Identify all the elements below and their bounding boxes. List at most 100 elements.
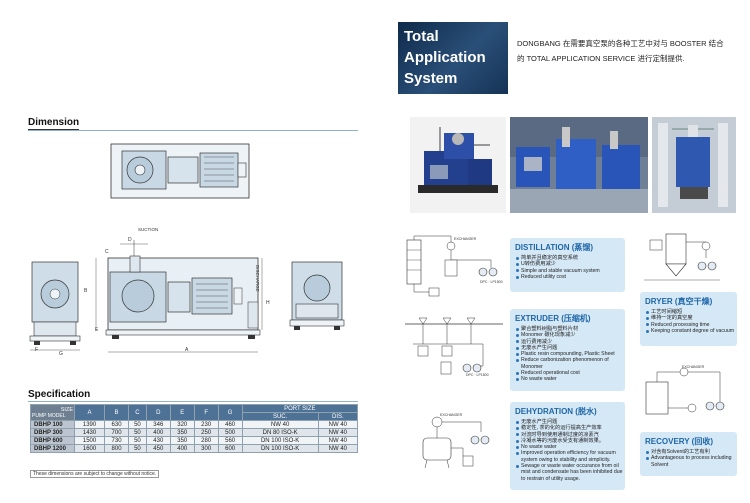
spec-cell: 1390 — [73, 420, 106, 429]
specification-rule — [28, 401, 358, 402]
list-item: Reduced operational cost — [515, 370, 625, 376]
spec-cell: 800 — [104, 444, 130, 453]
equipment-photo-1 — [410, 117, 506, 213]
list-item: Monomer 碳化现象减少 — [515, 332, 625, 338]
list-item: Reduced processing time — [645, 322, 737, 328]
dim-label-a: A — [185, 347, 189, 353]
spec-cell: 230 — [193, 420, 219, 429]
total-application-system-box: Total Application System — [398, 22, 508, 94]
front-view-drawing — [90, 232, 270, 360]
spec-corner-cell: SIZE PUMP MODEL — [30, 404, 75, 421]
list-item: Sewage or waste water occurance from oil… — [515, 463, 625, 482]
tas-line-3: System — [404, 70, 458, 87]
recovery-card: RECOVERY (回收) 对含有Solvent的工艺有利 Advantageo… — [640, 432, 737, 476]
right-side-view-drawing — [288, 258, 346, 344]
list-item: Improved operation efficiency for vacuum… — [515, 450, 625, 463]
list-item: No waste water — [515, 444, 625, 450]
discharge-label: DISCHARGE — [255, 265, 260, 292]
spec-model: DBHP 600 — [30, 436, 75, 445]
spec-cell: 350 — [169, 436, 195, 445]
dimension-rule — [28, 130, 358, 131]
equipment-photo-2 — [510, 117, 648, 213]
spec-cell: 400 — [169, 444, 195, 453]
list-item: 无废水产生问题 — [515, 345, 625, 351]
spec-col-g: G — [217, 404, 243, 421]
spec-cell: NW 40 — [317, 444, 359, 453]
dimension-title: Dimension — [28, 117, 80, 130]
spec-cell: 346 — [145, 420, 171, 429]
list-item: Plastic resin compounding, Plastic Sheet — [515, 351, 625, 357]
spec-cell: 630 — [104, 420, 130, 429]
spec-cell: 1600 — [73, 444, 106, 453]
spec-cell: 1500 — [73, 436, 106, 445]
spec-corner-model: PUMP MODEL — [32, 412, 66, 419]
spec-col-d: D — [145, 404, 171, 421]
spec-cell: 450 — [145, 444, 171, 453]
list-item: 对含有Solvent的工艺有利 — [645, 449, 737, 455]
spec-cell: 700 — [104, 428, 130, 437]
spec-model: DBHP 300 — [30, 428, 75, 437]
spec-cell: NW 40 — [241, 420, 319, 429]
list-item: 对流时导到使用通制过度的凉素汽 — [515, 432, 625, 438]
suction-label: SUCTION — [138, 227, 159, 232]
recovery-exchanger-label: EXCHANGER — [682, 365, 705, 369]
extruder-pump-tag: DPC · LP1500 — [466, 373, 489, 377]
spec-cell: NW 40 — [317, 436, 359, 445]
spec-corner-size: SIZE — [60, 406, 73, 413]
extruder-diagram — [403, 314, 509, 380]
dim-label-e: E — [95, 327, 99, 333]
spec-col-e: E — [169, 404, 195, 421]
spec-cell: DN 100 ISO-K — [241, 444, 319, 453]
dehydration-exchanger-label: EXCHANGER — [440, 413, 463, 417]
dryer-title: DRYER (真空干燥) — [645, 297, 713, 306]
spec-col-a: A — [73, 404, 106, 421]
tas-line-2: Application — [404, 49, 486, 66]
specification-table: SIZE PUMP MODEL A B C D E F G PORT SIZE … — [30, 404, 359, 453]
left-side-view-drawing — [28, 258, 82, 358]
list-item: 简单并且稳定的真空系统 — [515, 255, 625, 261]
list-item: Reduced utility cost — [515, 274, 625, 280]
spec-cell: 250 — [193, 428, 219, 437]
dehydration-diagram — [403, 408, 509, 474]
recovery-title: RECOVERY (回收) — [645, 437, 714, 446]
spec-cell: 500 — [217, 428, 243, 437]
spec-cell: NW 40 — [317, 428, 359, 437]
spec-col-f: F — [193, 404, 219, 421]
table-row: DBHP 100 1390 630 50 346 320 230 460 NW … — [30, 420, 359, 429]
spec-cell: 430 — [145, 436, 171, 445]
spec-cell: 50 — [128, 420, 147, 429]
table-row: DBHP 300 1430 700 50 400 350 250 500 DN … — [30, 428, 359, 437]
spec-cell: 600 — [217, 444, 243, 453]
application-description: DONGBANG 在需要真空泵的各种工艺中对与 BOOSTER 结合的 TOTA… — [517, 39, 724, 63]
spec-cell: 50 — [128, 436, 147, 445]
distillation-card: DISTILLATION (蒸馏) 简单并且稳定的真空系统 U转伤费用减少 Si… — [510, 238, 625, 292]
top-view-drawing — [110, 143, 250, 199]
spec-cell: 350 — [169, 428, 195, 437]
dim-label-f: F — [35, 347, 39, 353]
table-row: DBHP 1200 1600 800 50 450 400 300 600 DN… — [30, 444, 359, 453]
spec-cell: 730 — [104, 436, 130, 445]
spec-port-dis: DIS. — [317, 412, 359, 421]
spec-cell: 560 — [217, 436, 243, 445]
spec-port-suc: SUC. — [241, 412, 319, 421]
spec-cell: 50 — [128, 428, 147, 437]
spec-col-c: C — [128, 404, 147, 421]
list-item: No waste water — [515, 376, 625, 382]
list-item: 冷凝水等的污废水受支有通制效果。 — [515, 438, 625, 444]
list-item: Keeping constant degree of vacuum — [645, 328, 737, 334]
list-item: 运行费用减少 — [515, 339, 625, 345]
dim-label-b: B — [84, 288, 88, 294]
list-item: 稳定性, 茶的化的运行提高生产效率 — [515, 425, 625, 431]
table-row: DBHP 600 1500 730 50 430 350 280 560 DN … — [30, 436, 359, 445]
list-item: 聚合塑料树脂与塑料片材 — [515, 326, 625, 332]
distillation-pump-tag: DPC · LP1500 — [480, 280, 503, 284]
list-item: Advantageous to process including Solven… — [645, 455, 737, 468]
spec-cell: 320 — [169, 420, 195, 429]
spec-model: DBHP 100 — [30, 420, 75, 429]
dim-label-c: C — [105, 249, 109, 255]
dim-label-g: G — [59, 351, 63, 357]
spec-cell: 1430 — [73, 428, 106, 437]
recovery-diagram — [640, 358, 736, 428]
spec-model: DBHP 1200 — [30, 444, 75, 453]
dryer-card: DRYER (真空干燥) 工艺时间缩短 维持一定的真空度 Reduced pro… — [640, 292, 737, 346]
